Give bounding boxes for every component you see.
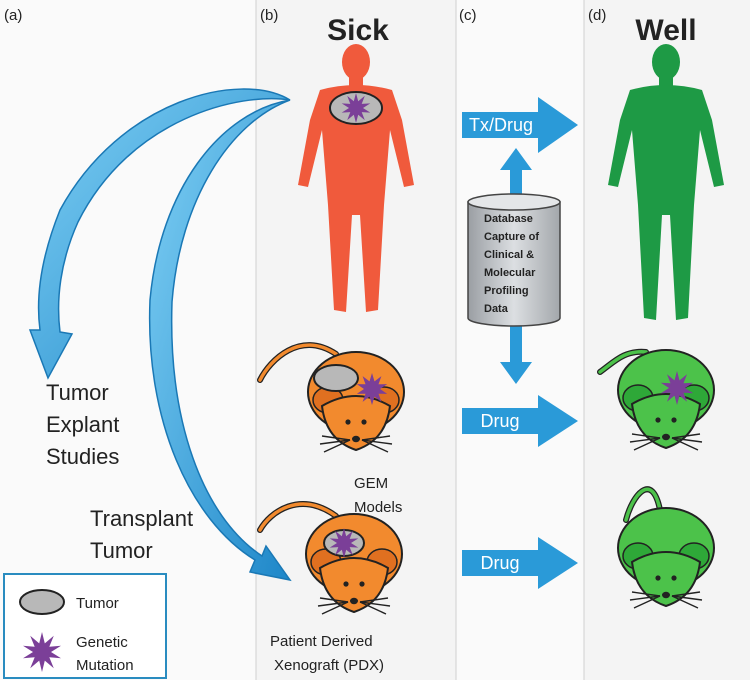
pdx-label: Patient Derived Xenograft (PDX) xyxy=(270,633,384,674)
drug-pdx-arrow xyxy=(462,537,578,589)
database-line-4: Molecular xyxy=(484,267,536,279)
drug-gem-arrow xyxy=(462,395,578,447)
sick-human-figure xyxy=(298,44,414,312)
tx-drug-arrow-label: Tx/Drug xyxy=(469,115,533,135)
pdx-line-1: Patient Derived xyxy=(270,633,373,650)
tumor-explant-label: Tumor Explant Studies xyxy=(46,380,119,469)
database-line-1: Database xyxy=(484,213,533,225)
well-human-figure xyxy=(608,44,724,320)
legend: Tumor Genetic Mutation xyxy=(3,573,167,679)
legend-mutation-icon xyxy=(23,632,61,672)
database-line-2: Capture of xyxy=(484,231,539,243)
transplant-tumor-label: Transplant Tumor xyxy=(90,506,193,563)
legend-mutation-line-2: Mutation xyxy=(76,657,134,674)
legend-mutation-line-1: Genetic xyxy=(76,634,128,651)
gem-models-line-2: Models xyxy=(354,499,402,516)
pdx-mouse-well xyxy=(617,486,715,609)
gem-mouse-sick xyxy=(257,342,405,453)
human-mutation-icon xyxy=(341,93,371,123)
tumor-explant-line-2: Explant xyxy=(46,412,119,437)
well-mouse-mutation-icon xyxy=(660,371,694,405)
gem-models-label: GEM Models xyxy=(354,475,402,516)
gem-tumor-icon xyxy=(313,364,359,392)
legend-tumor-icon xyxy=(19,589,65,615)
database-label: Database Capture of Clinical & Molecular… xyxy=(484,213,539,315)
database-cylinder xyxy=(467,193,561,327)
panel-label-d: (d) xyxy=(588,7,606,24)
legend-tumor-label: Tumor xyxy=(76,595,119,612)
pdx-line-2: Xenograft (PDX) xyxy=(274,657,384,674)
heading-well: Well xyxy=(635,14,696,47)
drug-pdx-arrow-label: Drug xyxy=(480,553,519,573)
tumor-explant-line-3: Studies xyxy=(46,444,119,469)
heading-sick: Sick xyxy=(327,14,389,47)
drug-gem-arrow-label: Drug xyxy=(480,411,519,431)
tumor-explant-line-1: Tumor xyxy=(46,380,109,405)
transplant-tumor-line-1: Transplant xyxy=(90,506,193,531)
transplant-arrow xyxy=(148,99,292,582)
gem-mutation-icon xyxy=(356,373,388,405)
pdx-mutation-icon xyxy=(329,528,359,558)
gem-models-line-1: GEM xyxy=(354,475,388,492)
tx-drug-arrow xyxy=(462,97,578,153)
transplant-tumor-line-2: Tumor xyxy=(90,538,153,563)
panel-label-a: (a) xyxy=(4,7,22,24)
database-line-5: Profiling xyxy=(484,285,529,297)
panel-label-c: (c) xyxy=(459,7,477,24)
database-line-6: Data xyxy=(484,303,509,315)
tumor-explant-arrow xyxy=(28,88,291,380)
panel-label-b: (b) xyxy=(260,7,278,24)
database-line-3: Clinical & xyxy=(484,249,534,261)
